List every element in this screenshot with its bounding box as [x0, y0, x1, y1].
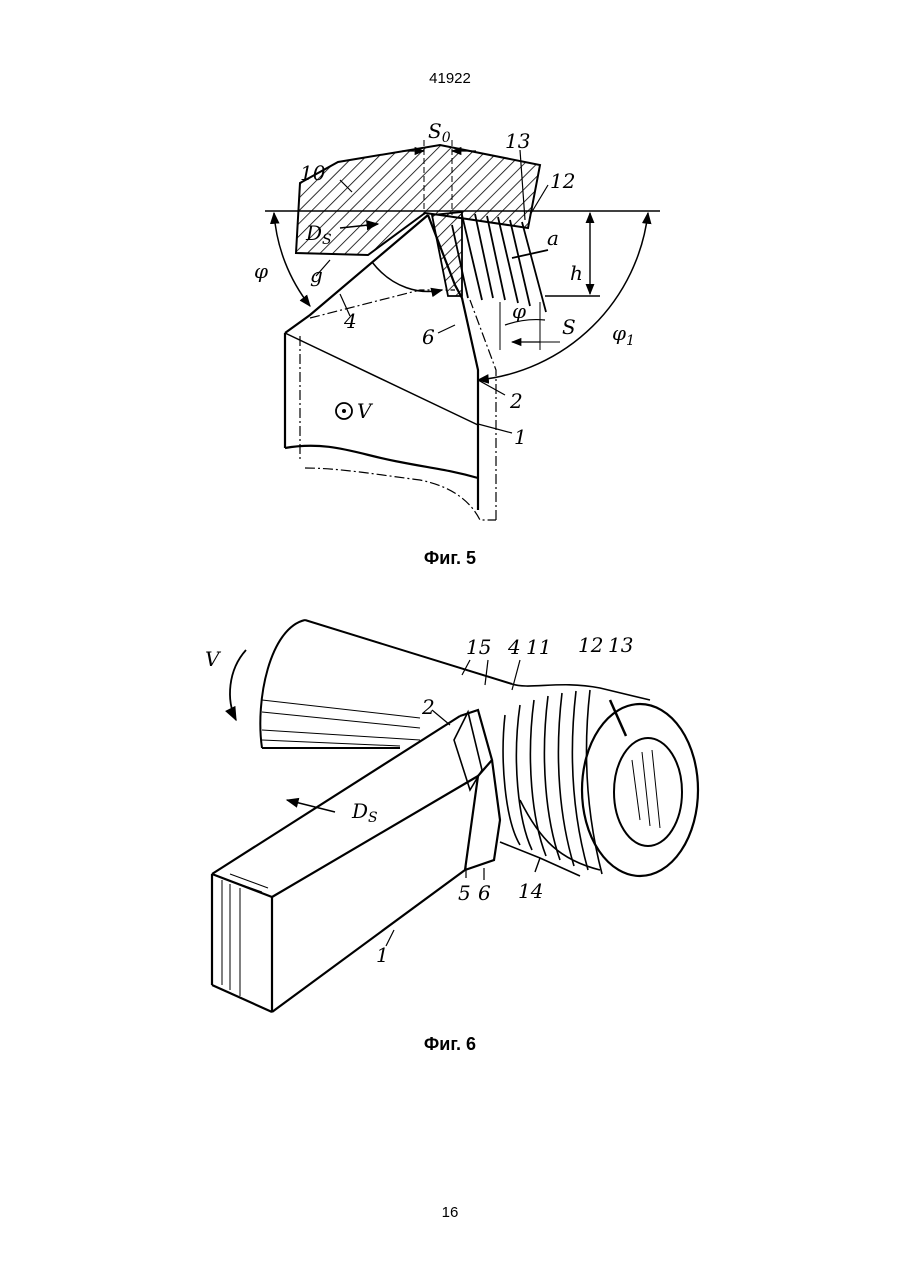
label-h: h [570, 261, 583, 285]
label-phi-small: φ [512, 299, 526, 323]
label6-6: 6 [478, 881, 491, 905]
label-13: 13 [505, 129, 530, 153]
threaded-part [503, 684, 698, 876]
label6-2: 2 [421, 695, 435, 719]
label-a: a [547, 226, 559, 250]
label6-1: 1 [376, 943, 389, 967]
label6-15: 15 [466, 635, 491, 659]
label6-v: V [205, 647, 222, 671]
label-6: 6 [422, 325, 435, 349]
label6-4: 4 [507, 635, 521, 659]
figure-6-caption: Фиг. 6 [0, 1034, 900, 1055]
label-phi: φ [254, 259, 268, 283]
label-12: 12 [550, 169, 575, 193]
label-phi1: φ1 [612, 321, 635, 349]
label-g: g [310, 263, 323, 287]
label6-14: 14 [518, 879, 543, 903]
page-number: 16 [0, 1204, 900, 1221]
tool-body [285, 215, 496, 520]
chip-layers [432, 212, 548, 312]
label-s: S [562, 315, 576, 339]
label6-ds: DS [351, 799, 378, 826]
label6-11: 11 [526, 635, 551, 659]
label-v: V [357, 399, 374, 423]
label-1: 1 [514, 425, 527, 449]
figure-6-drawing: V 15 4 11 12 13 2 DS 14 5 6 1 [0, 600, 900, 1040]
label6-5: 5 [458, 881, 471, 905]
label-4: 4 [343, 309, 357, 333]
tool-bar [212, 710, 500, 1012]
label-2: 2 [509, 389, 523, 413]
figure-5-drawing: S0 13 10 12 DS a h φ g 4 φ S 6 φ1 2 V 1 [0, 0, 900, 540]
label6-12: 12 [578, 633, 603, 657]
figure-5-caption: Фиг. 5 [0, 548, 900, 569]
label-10: 10 [300, 161, 326, 185]
label6-13: 13 [608, 633, 633, 657]
label-so: S0 [428, 119, 451, 146]
